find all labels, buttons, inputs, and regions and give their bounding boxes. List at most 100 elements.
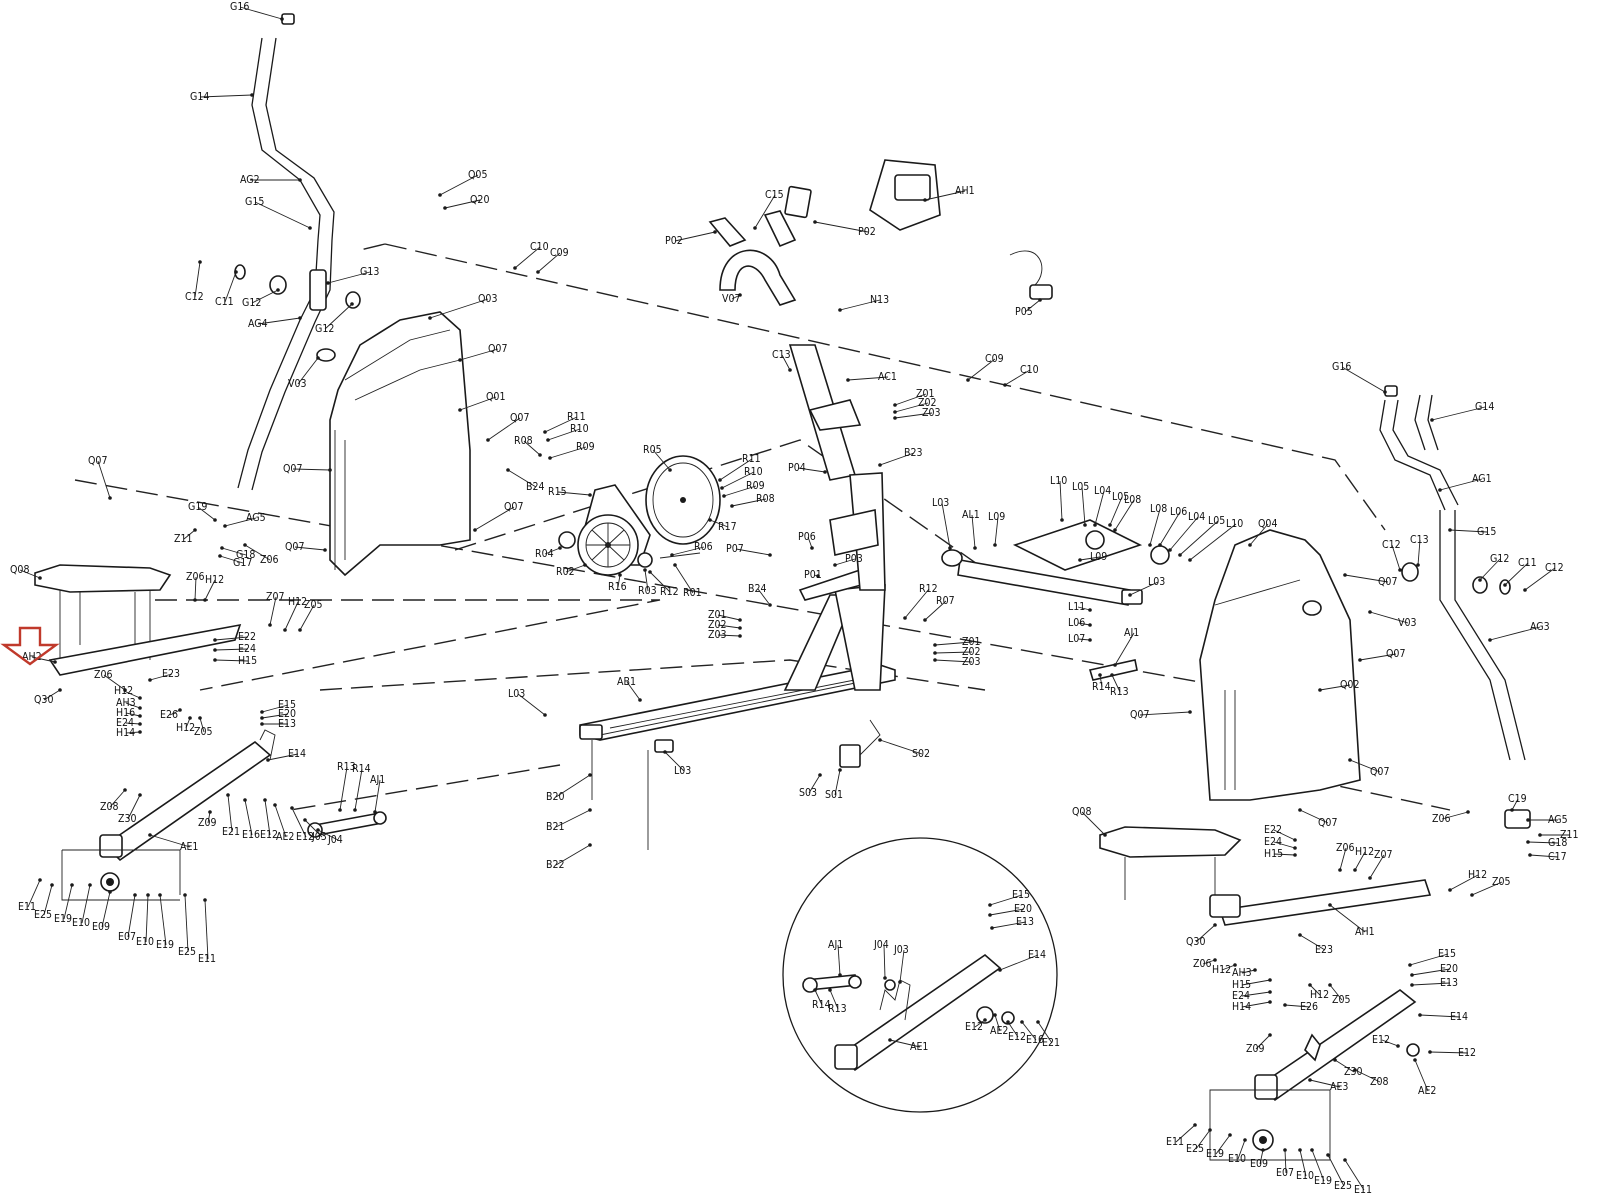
part-label-l11: L11 [1068, 601, 1085, 613]
part-label-q07-e: Q07 [285, 541, 304, 553]
part-label-z08-a: Z08 [100, 801, 119, 813]
leader-dot [1020, 1020, 1024, 1024]
part-label-r10-a: R10 [570, 423, 589, 435]
part-label-r16: R16 [608, 581, 627, 593]
leader-dot [548, 456, 552, 460]
part-label-h12-h: H12 [1310, 989, 1329, 1001]
leader-line [1004, 369, 1031, 386]
leader-dot [1298, 1148, 1302, 1152]
leader-line [717, 614, 741, 621]
part-label-z07-a: Z07 [266, 591, 285, 603]
part-label-z06-c: Z06 [94, 669, 113, 681]
leader-line [169, 709, 181, 716]
part-label-z05-b: Z05 [194, 726, 213, 738]
leader-dot [933, 651, 937, 655]
leader-line [125, 712, 141, 717]
leader-line [1339, 847, 1347, 871]
leader-dot [722, 494, 726, 498]
leader-line [1511, 798, 1519, 811]
leader-line [149, 834, 191, 848]
leader-line [439, 174, 479, 196]
leader-line [537, 252, 561, 273]
part-label-e12-b: E12 [296, 831, 314, 843]
leader-dot [268, 623, 272, 627]
part-label-e16-b: E16 [1026, 1034, 1044, 1046]
part-label-q07-i: Q07 [1130, 709, 1149, 721]
leader-dot [983, 1018, 987, 1022]
leader-dot [1233, 963, 1237, 967]
part-label-z07-b: Z07 [1374, 849, 1393, 861]
leader-line [1059, 480, 1063, 521]
part-label-z05-a: Z05 [304, 599, 323, 611]
part-label-l03-d: L03 [1148, 576, 1165, 588]
leader-dot [713, 230, 717, 234]
part-label-r07: R07 [936, 595, 955, 607]
part-label-z06-d: Z06 [1432, 813, 1451, 825]
part-label-e13-c: E13 [1016, 916, 1034, 928]
part-label-g12-a: G12 [242, 297, 261, 309]
leader-dot [338, 808, 342, 812]
part-label-r10-b: R10 [744, 466, 763, 478]
leader-dot [966, 378, 970, 382]
part-label-e23-a: E23 [162, 668, 180, 680]
leader-dot [226, 793, 230, 797]
part-label-l08-b: L08 [1150, 503, 1167, 515]
leader-line [797, 467, 826, 473]
leader-dot [898, 980, 902, 984]
leader-dot [878, 738, 882, 742]
leader-dot [1408, 963, 1412, 967]
leader-line [219, 555, 244, 564]
leader-dot [198, 260, 202, 264]
part-label-ah1: AH1 [1355, 926, 1375, 938]
leader-dot [183, 893, 187, 897]
part-label-g15-b: G15 [1477, 526, 1496, 538]
leader-dot [1308, 1078, 1312, 1082]
part-label-e10-d: E10 [1296, 1170, 1314, 1182]
leader-line [1259, 1149, 1264, 1165]
part-label-z09-a: Z09 [198, 817, 217, 829]
leader-dot [1466, 810, 1470, 814]
leader-line [221, 547, 247, 556]
leader-line [1369, 611, 1409, 624]
part-label-e21-b: E21 [1042, 1037, 1060, 1049]
part-label-e23-b: E23 [1315, 944, 1333, 956]
leader-dot [513, 266, 517, 270]
part-label-l09-b: L09 [1090, 551, 1107, 563]
part-label-g18-a: G18 [236, 549, 255, 561]
leader-dot [1003, 383, 1007, 387]
leader-dot [1310, 1148, 1314, 1152]
leader-dot [148, 678, 152, 682]
part-label-e12-a: E12 [260, 829, 278, 841]
part-label-ac1: AC1 [878, 371, 897, 383]
leader-line [717, 624, 741, 629]
part-label-e10-a: E10 [72, 917, 90, 929]
leader-dot [260, 716, 264, 720]
leader-line [839, 299, 881, 311]
leader-dot [250, 93, 254, 97]
leader-line [719, 458, 753, 481]
leader-dot [473, 528, 477, 532]
leader-line [1354, 851, 1366, 871]
part-label-h12-b: H12 [288, 596, 307, 608]
leader-dot [753, 226, 757, 230]
sensor-s01 [839, 719, 881, 768]
leader-dot [1078, 558, 1082, 562]
leader-line [1079, 556, 1101, 561]
part-label-h12-g: H12 [1212, 964, 1231, 976]
leader-dot [1353, 868, 1357, 872]
leader-line [214, 659, 249, 662]
part-label-p02-a: P02 [665, 235, 683, 247]
part-label-g16-b: G16 [1332, 361, 1351, 373]
part-label-e12-f: E12 [1008, 1031, 1026, 1043]
leader-line [183, 529, 196, 540]
leader-dot [988, 903, 992, 907]
leader-line [1273, 841, 1296, 849]
leader-line [991, 921, 1027, 929]
part-label-e26-a: E26 [160, 709, 178, 721]
leader-dot [138, 714, 142, 718]
leader-dot [618, 573, 622, 577]
part-label-p03: P03 [845, 553, 863, 565]
leader-line [125, 722, 141, 725]
leader-dot [973, 546, 977, 550]
leader-line [1349, 759, 1381, 773]
